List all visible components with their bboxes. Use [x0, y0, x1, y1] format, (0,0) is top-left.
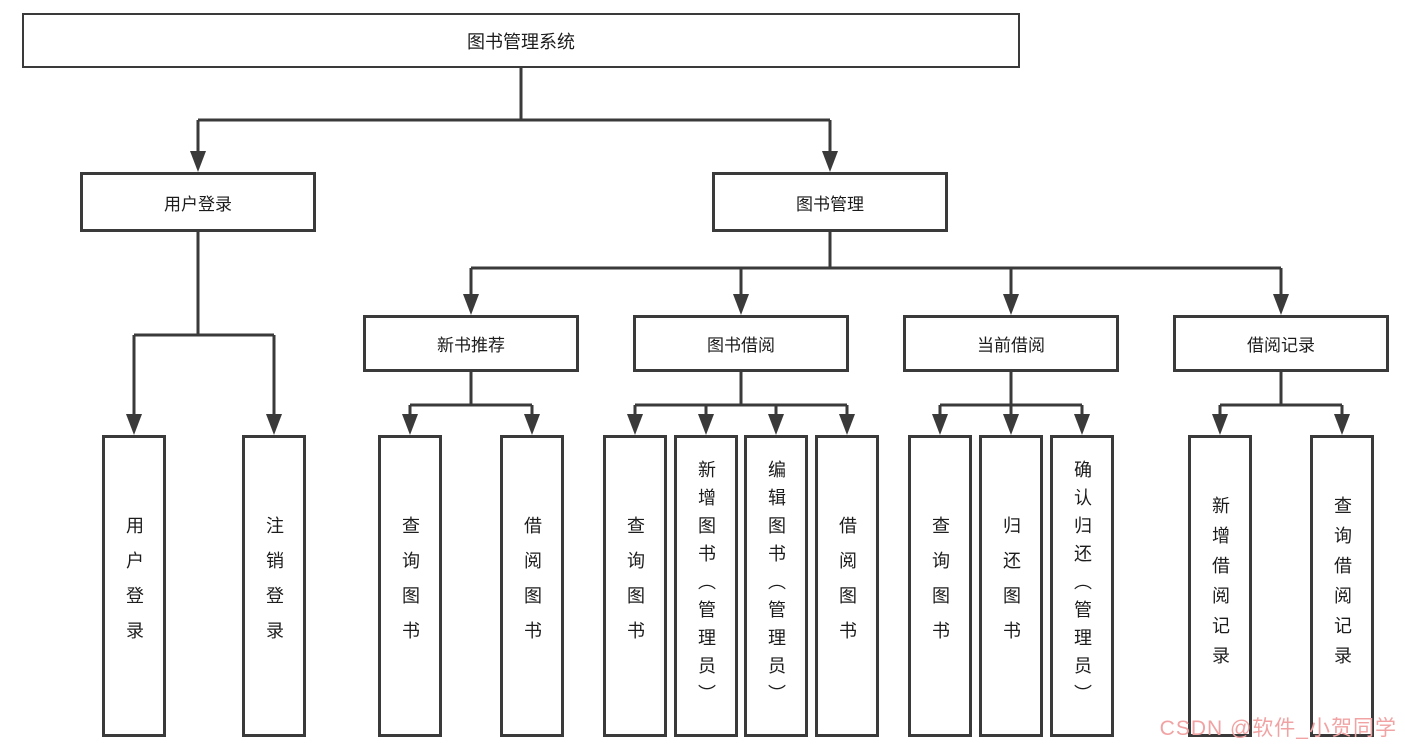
box-book-management-label: 图书管理	[796, 194, 864, 214]
box-query-books-borrowing: 查询图书	[603, 435, 667, 737]
box-user-login: 用户登录	[80, 172, 316, 232]
box-query-books-recommend-label: 查询图书	[400, 516, 420, 656]
box-query-books-current: 查询图书	[908, 435, 972, 737]
box-return-book: 归还图书	[979, 435, 1043, 737]
box-new-book-recommendation-label: 新书推荐	[437, 336, 505, 355]
box-book-borrowing: 图书借阅	[633, 315, 849, 372]
box-edit-book-admin: 编辑图书（管理员）	[744, 435, 808, 737]
box-edit-book-admin-label: 编辑图书（管理员）	[766, 460, 786, 712]
box-add-book-admin: 新增图书（管理员）	[674, 435, 738, 737]
box-borrow-books-label: 借阅图书	[837, 516, 857, 656]
box-query-books-recommend: 查询图书	[378, 435, 442, 737]
box-current-borrowing-label: 当前借阅	[977, 336, 1045, 355]
box-book-borrowing-label: 图书借阅	[707, 336, 775, 355]
box-user-login-leaf-label: 用户登录	[124, 516, 144, 656]
box-confirm-return-admin: 确认归还（管理员）	[1050, 435, 1114, 737]
box-current-borrowing: 当前借阅	[903, 315, 1119, 372]
box-logout: 注销登录	[242, 435, 306, 737]
box-borrow-books-recommend-label: 借阅图书	[522, 516, 542, 656]
box-borrow-books: 借阅图书	[815, 435, 879, 737]
box-borrowing-records-label: 借阅记录	[1247, 336, 1315, 355]
box-library-management-system: 图书管理系统	[22, 13, 1020, 68]
box-borrow-books-recommend: 借阅图书	[500, 435, 564, 737]
box-add-book-admin-label: 新增图书（管理员）	[696, 460, 716, 712]
box-new-book-recommendation: 新书推荐	[363, 315, 579, 372]
box-add-borrow-record: 新增借阅记录	[1188, 435, 1252, 737]
box-query-borrow-record: 查询借阅记录	[1310, 435, 1374, 737]
box-user-login-leaf: 用户登录	[102, 435, 166, 737]
box-borrowing-records: 借阅记录	[1173, 315, 1389, 372]
box-query-borrow-record-label: 查询借阅记录	[1332, 496, 1352, 676]
box-user-login-label: 用户登录	[164, 194, 232, 214]
box-logout-label: 注销登录	[264, 516, 284, 656]
box-book-management: 图书管理	[712, 172, 948, 232]
box-add-borrow-record-label: 新增借阅记录	[1210, 496, 1230, 676]
box-query-books-borrowing-label: 查询图书	[625, 516, 645, 656]
box-query-books-current-label: 查询图书	[930, 516, 950, 656]
box-return-book-label: 归还图书	[1001, 516, 1021, 656]
watermark: CSDN @软件_小贺同学	[1159, 717, 1397, 740]
box-confirm-return-admin-label: 确认归还（管理员）	[1072, 460, 1092, 712]
box-library-management-system-label: 图书管理系统	[467, 31, 575, 52]
